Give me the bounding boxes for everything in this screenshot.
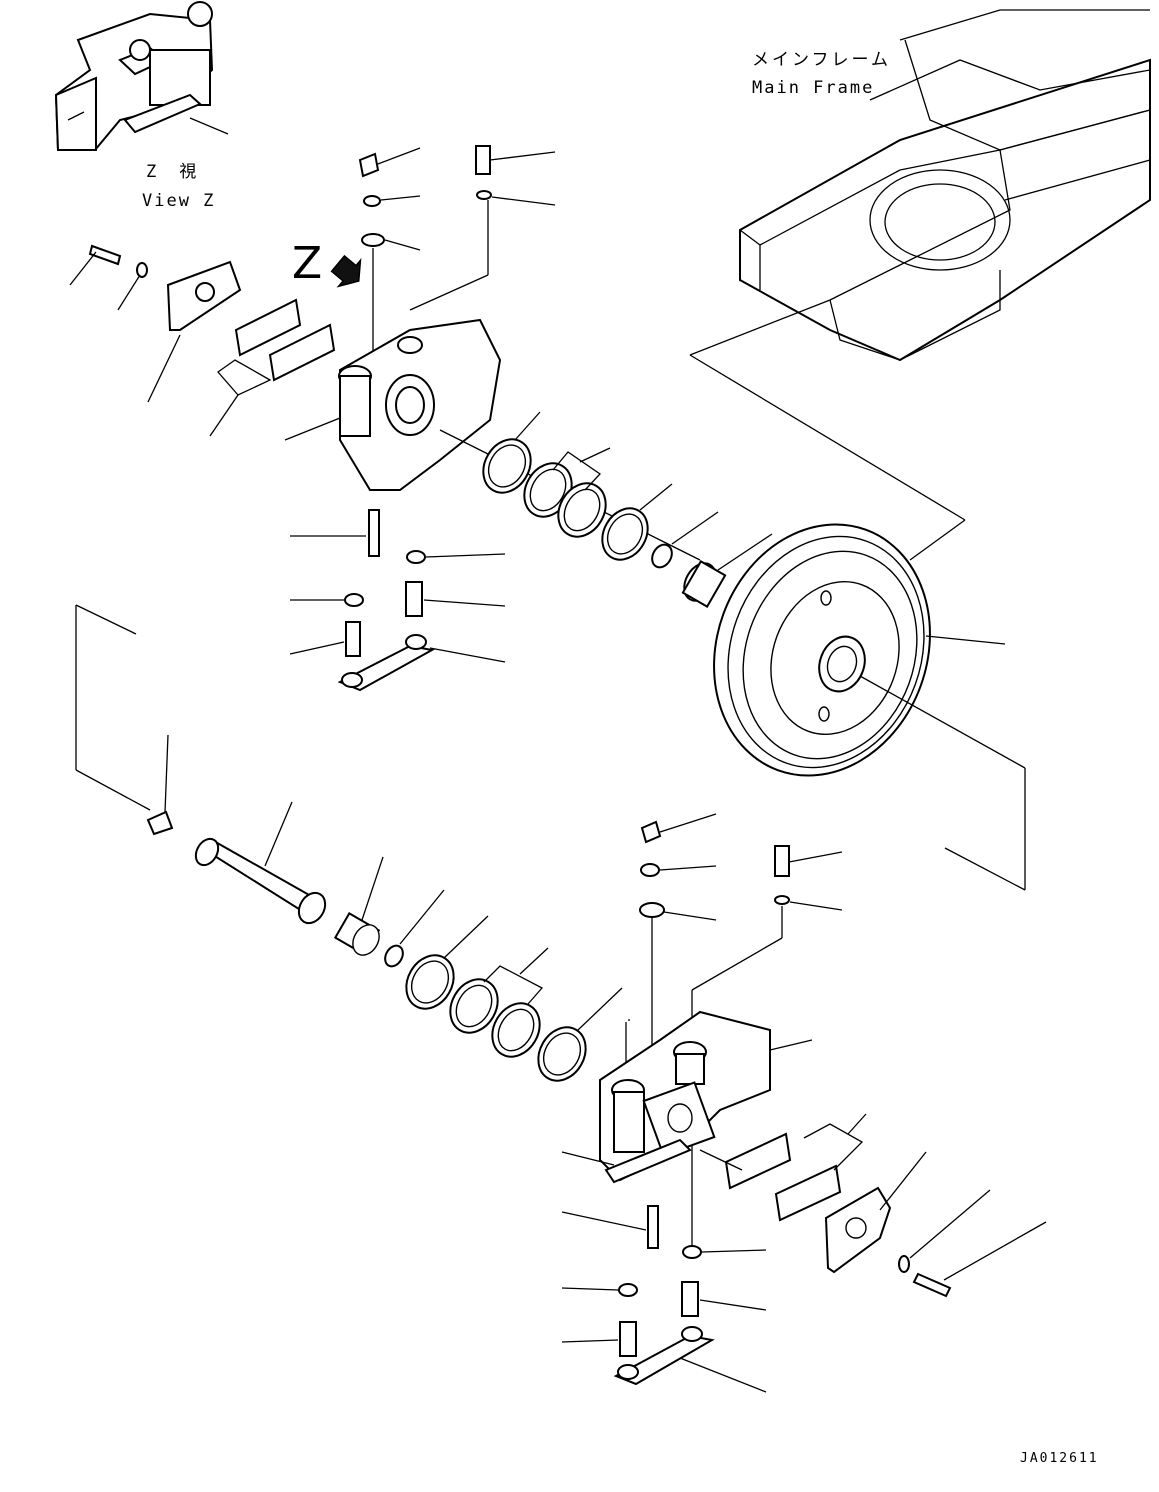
view-z-label-en: View Z <box>142 191 216 211</box>
view-z-label-jp: Z 視 <box>146 162 200 182</box>
drawing-code: JA012611 <box>1020 1451 1099 1466</box>
main-frame-label-en: Main Frame <box>752 78 875 98</box>
upper-assembly <box>69 145 773 692</box>
main-frame-drawing <box>689 9 1151 362</box>
idler-wheel <box>689 354 1026 891</box>
lower-assembly <box>146 801 1047 1393</box>
main-frame-label-jp: メインフレーム <box>752 50 891 70</box>
view-z-inset-drawing <box>54 1 229 151</box>
left-leader-lines <box>75 604 169 813</box>
view-z-arrow-label: Z <box>292 238 323 289</box>
